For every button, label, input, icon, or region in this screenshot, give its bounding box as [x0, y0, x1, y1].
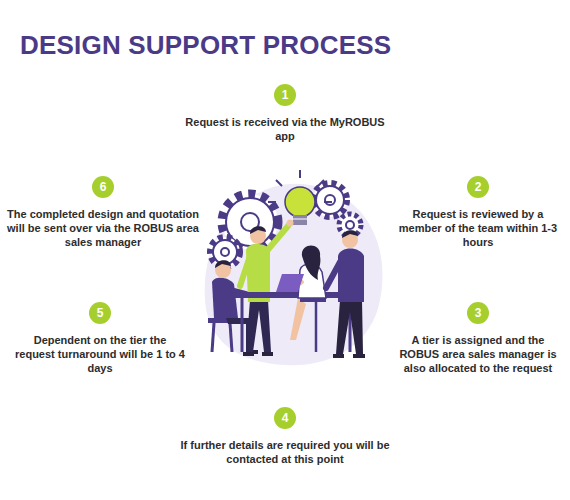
step: 2Request is reviewed by a member of the …: [393, 176, 563, 249]
step-description: Dependent on the tier the request turnar…: [15, 333, 185, 375]
step-description: Request is reviewed by a member of the t…: [393, 207, 563, 249]
step-description: If further details are required you will…: [165, 438, 405, 466]
step-number: 6: [92, 176, 114, 198]
gear: [313, 183, 347, 217]
step-description: Request is received via the MyROBUS app: [185, 115, 385, 143]
step-number: 3: [467, 302, 489, 324]
step-number: 5: [89, 302, 111, 324]
light-bulb: [268, 170, 332, 225]
step: 3 A tier is assigned and the ROBUS area s…: [393, 302, 563, 375]
step: 6The completed design and quotation will…: [5, 176, 201, 249]
step-number: 2: [467, 176, 489, 198]
seated-woman: [276, 246, 326, 353]
step-number: 4: [274, 407, 296, 429]
step-description: The completed design and quotation will …: [5, 207, 201, 249]
standing-man: [326, 230, 365, 358]
step-number: 1: [274, 84, 296, 106]
gear: [210, 237, 240, 267]
step: 1Request is received via the MyROBUS app: [185, 84, 385, 143]
diagram-title: DESIGN SUPPORT PROCESS: [20, 30, 391, 61]
step-description: A tier is assigned and the ROBUS area sa…: [393, 333, 563, 375]
background-blob: [205, 184, 383, 365]
step: 5Dependent on the tier the request turna…: [15, 302, 185, 375]
step: 4 If further details are required you wil…: [165, 407, 405, 466]
